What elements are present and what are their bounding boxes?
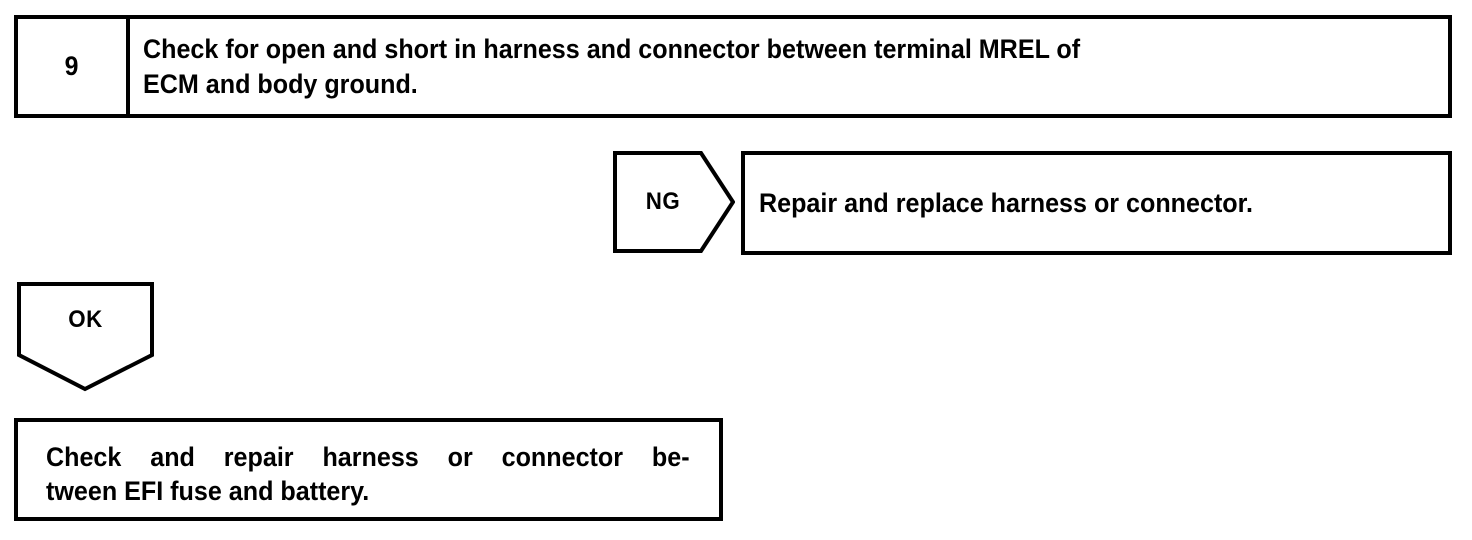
step-number: 9 (65, 51, 79, 81)
ng-result-box: Repair and replace harness or connector. (741, 151, 1452, 255)
ok-result-box: Check and repair harness or connector be… (14, 418, 723, 521)
ng-branch-arrow: NG (613, 151, 735, 253)
ok-result-text-line-2: tween EFI fuse and battery. (46, 475, 370, 506)
step-instruction-cell: Check for open and short in harness and … (130, 19, 1448, 114)
ok-result-text-line-1: Check and repair harness or connector be… (46, 442, 690, 472)
ng-arrow-shape (613, 151, 735, 253)
step-instruction-text: Check for open and short in harness and … (143, 34, 1081, 99)
step-row: 9 Check for open and short in harness an… (14, 15, 1452, 118)
ok-branch-arrow: OK (17, 282, 154, 392)
ok-arrow-shape (17, 282, 154, 392)
ok-result-text: Check and repair harness or connector be… (46, 441, 690, 509)
step-number-cell: 9 (18, 19, 130, 114)
ng-result-text: Repair and replace harness or connector. (759, 187, 1254, 218)
